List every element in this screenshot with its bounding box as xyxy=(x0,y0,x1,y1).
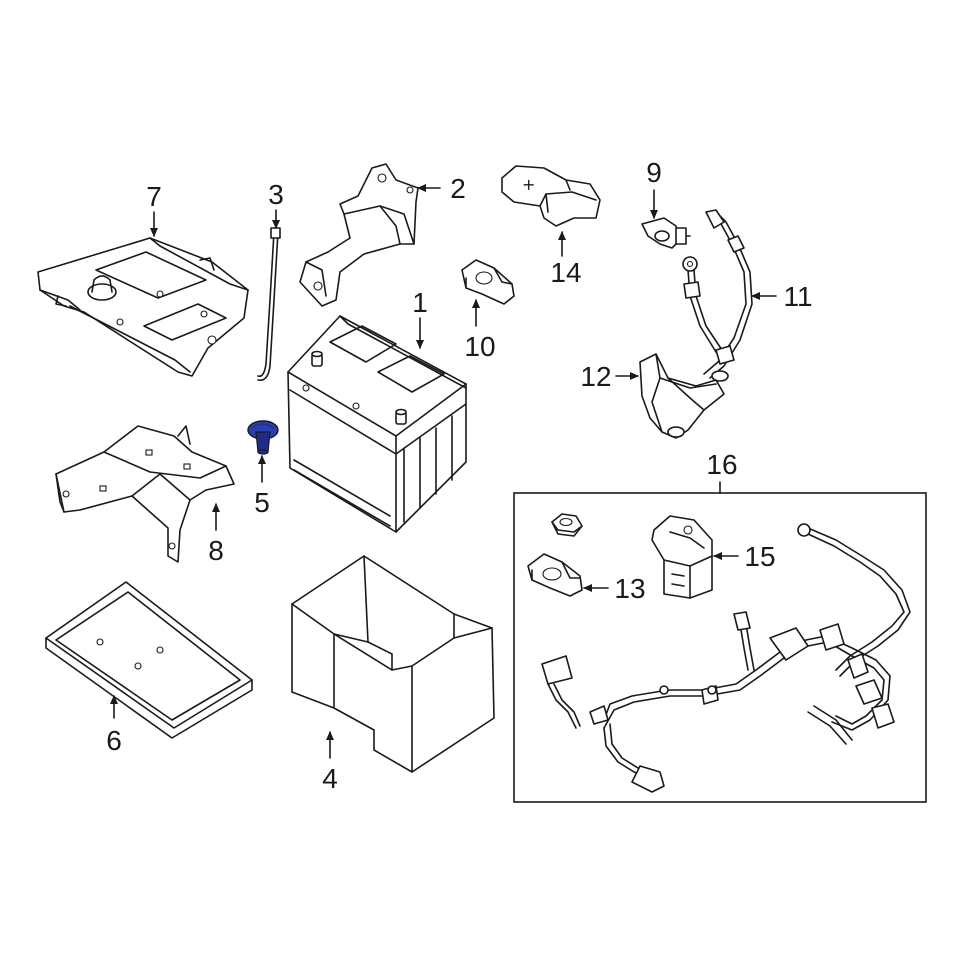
callout-13: 13 xyxy=(614,573,645,604)
callout-14: 14 xyxy=(550,257,581,288)
callout-4: 4 xyxy=(322,763,338,794)
callout-3: 3 xyxy=(268,179,284,210)
hex-nut[interactable] xyxy=(551,513,583,537)
callout-labels: 1 2 3 4 5 6 7 8 9 10 11 12 13 14 15 16 xyxy=(106,157,812,794)
callout-7: 7 xyxy=(146,181,162,212)
callout-5: 5 xyxy=(254,487,270,518)
wiring-harness[interactable] xyxy=(541,523,911,793)
part-10-terminal-clamp[interactable] xyxy=(461,259,515,305)
callout-12: 12 xyxy=(580,361,611,392)
part-5-clip[interactable] xyxy=(247,420,279,455)
part-3-hold-down-rod[interactable] xyxy=(257,227,281,382)
callout-11: 11 xyxy=(783,281,812,312)
callout-15: 15 xyxy=(744,541,775,572)
leader-lines xyxy=(110,184,777,759)
part-6-tray-pad[interactable] xyxy=(45,581,253,739)
callout-8: 8 xyxy=(208,535,224,566)
part-13-terminal-clamp[interactable] xyxy=(527,553,583,597)
callout-6: 6 xyxy=(106,725,122,756)
part-1-battery[interactable] xyxy=(287,315,467,533)
part-11-battery-cable[interactable] xyxy=(682,209,753,379)
callout-2: 2 xyxy=(450,173,466,204)
part-9-terminal-bolt[interactable] xyxy=(641,217,691,249)
part-4-battery-insulator[interactable] xyxy=(291,555,495,773)
part-8-support-bracket[interactable] xyxy=(55,425,235,563)
part-7-battery-tray-bracket[interactable] xyxy=(37,237,249,377)
part-15-fusible-link[interactable] xyxy=(651,515,713,599)
callout-9: 9 xyxy=(646,157,662,188)
callout-16: 16 xyxy=(706,449,737,480)
callout-10: 10 xyxy=(464,331,495,362)
part-12-cable-protector[interactable] xyxy=(639,353,729,439)
callout-1: 1 xyxy=(412,287,428,318)
part-2-hold-down-clamp[interactable] xyxy=(299,163,419,307)
part-16-harness-kit-box xyxy=(513,481,927,803)
part-14-positive-terminal-cover[interactable]: + xyxy=(501,165,601,227)
positive-symbol: + xyxy=(522,175,535,194)
